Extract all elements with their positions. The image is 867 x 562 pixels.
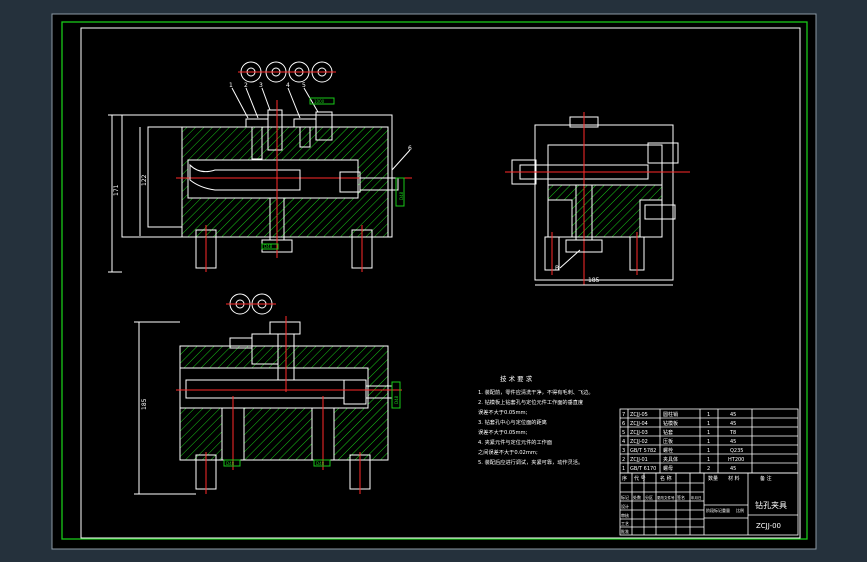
tech-line-2: 2. 钻模板上钻套孔与定位元件工作面的垂直度 — [478, 398, 583, 406]
front-spec-top: 1000 — [314, 99, 325, 104]
tb-mark: 标记 — [621, 494, 629, 500]
front-label-6: 6 — [408, 145, 412, 152]
part-row-2-code: ZCJJ-01 — [630, 457, 648, 463]
side-view — [505, 112, 690, 286]
tb-approve: 批准 — [621, 528, 629, 534]
part-row-3-name: 螺栓 — [663, 447, 673, 454]
part-row-1-no: 1 — [622, 466, 625, 472]
part-row-3-mat: Q235 — [730, 448, 743, 454]
part-row-2-mat: HT200 — [728, 457, 744, 463]
tech-line-8: 5. 装配后应进行调试，夹紧可靠，动作灵活。 — [478, 458, 583, 466]
top-spec-bottom-left: D48 — [226, 461, 235, 466]
part-row-5-code: ZCJJ-03 — [630, 430, 648, 436]
sheet-green-border — [61, 21, 808, 540]
tb-check: 审核 — [621, 512, 629, 518]
part-row-2-name: 夹具体 — [663, 456, 678, 463]
part-row-6-mat: 45 — [730, 421, 736, 427]
tb-count: 处数 — [633, 494, 641, 500]
part-row-7-name: 圆柱销 — [663, 411, 678, 418]
part-row-6-no: 6 — [622, 421, 625, 427]
part-row-5-mat: T8 — [729, 430, 736, 436]
tech-line-3: 误差不大于0.05mm; — [478, 408, 528, 416]
part-row-6-code: ZCJJ-04 — [630, 421, 648, 427]
title-block — [619, 408, 799, 536]
tech-line-7: 之间误差不大于0.02mm; — [478, 448, 538, 456]
top-spec-right: D48 — [394, 395, 399, 404]
tech-requirements: 技 术 要 求 1. 装配前，零件应清洗干净，不得有毛刺、飞边。 2. 钻模板上… — [478, 374, 594, 466]
part-row-4-name: 压板 — [663, 438, 673, 445]
part-row-2-no: 2 — [622, 457, 625, 463]
drawing-code: ZCJJ-00 — [756, 522, 781, 530]
part-row-7-no: 7 — [622, 412, 625, 418]
tb-process: 工艺 — [621, 521, 629, 526]
tb-scale: 比例 — [736, 507, 744, 513]
front-spec-bottom: D48 — [264, 244, 273, 249]
tb-sign: 签名 — [677, 494, 685, 500]
tb-change-doc: 更改文件号 — [657, 495, 675, 500]
front-label-4: 4 — [286, 82, 290, 89]
tech-title: 技 术 要 求 — [500, 374, 533, 383]
tb-design: 设计 — [621, 503, 629, 509]
part-row-5-no: 5 — [622, 430, 625, 436]
side-dim-width: 185 — [588, 277, 600, 284]
parts-header-note: 备 注 — [760, 475, 772, 482]
parts-list: 7 ZCJJ-05 圆柱销 1 45 6 ZCJJ-04 钻模板 1 45 5 … — [621, 411, 787, 534]
part-row-7-code: ZCJJ-05 — [630, 412, 648, 418]
front-label-5: 5 — [302, 82, 306, 89]
parts-header-no: 序 — [622, 475, 627, 482]
top-dim-height: 185 — [141, 398, 148, 410]
part-row-3-code: GB/T 5782 — [630, 448, 656, 454]
tech-line-1: 1. 装配前，零件应清洗干净，不得有毛刺、飞边。 — [478, 388, 594, 396]
part-row-7-mat: 45 — [730, 412, 736, 418]
top-view — [134, 293, 402, 495]
front-label-2: 2 — [244, 82, 248, 89]
part-row-2-qty: 1 — [707, 457, 710, 463]
top-spec-bottom-mid: D48 — [316, 461, 325, 466]
parts-header-mat: 材 料 — [728, 475, 740, 482]
part-row-6-name: 钻模板 — [663, 420, 678, 427]
part-row-4-mat: 45 — [730, 439, 736, 445]
front-view — [108, 61, 412, 273]
front-label-1: 1 — [229, 82, 233, 89]
front-dim-outer: 171 — [113, 184, 120, 196]
part-row-1-name: 螺母 — [663, 465, 673, 472]
part-row-5-qty: 1 — [707, 430, 710, 436]
sheet-inner-border — [80, 27, 801, 539]
tb-weight: 重量 — [722, 507, 730, 513]
part-row-5-name: 钻套 — [663, 429, 673, 436]
part-row-1-code: GB/T 6170 — [630, 466, 656, 472]
part-row-1-mat: 45 — [730, 466, 736, 472]
tb-zone: 分区 — [645, 494, 653, 500]
parts-header-name: 名 称 — [660, 475, 672, 482]
part-row-3-qty: 1 — [707, 448, 710, 454]
sheet-outer-frame — [51, 13, 817, 550]
side-body-outline — [534, 124, 674, 281]
drawing-title: 钻孔夹具 — [755, 500, 787, 510]
part-row-4-no: 4 — [622, 439, 625, 445]
part-row-7-qty: 1 — [707, 412, 710, 418]
tech-line-5: 误差不大于0.05mm; — [478, 428, 528, 436]
part-row-4-qty: 1 — [707, 439, 710, 445]
part-row-4-code: ZCJJ-02 — [630, 439, 648, 445]
part-row-3-no: 3 — [622, 448, 625, 454]
tb-stage: 阶段标记 — [706, 507, 722, 513]
parts-header-qty: 数量 — [708, 475, 718, 482]
tb-date: 年月日 — [691, 495, 702, 500]
tech-line-4: 3. 钻套孔中心与定位面的距离 — [478, 418, 547, 426]
part-row-6-qty: 1 — [707, 421, 710, 427]
part-row-1-qty: 2 — [707, 466, 710, 472]
front-spec-right: D48 — [399, 191, 404, 200]
tech-line-6: 4. 夹紧元件与定位元件的工作面 — [478, 438, 552, 446]
parts-header-code: 代 号 — [634, 475, 646, 482]
front-dim-inner: 122 — [141, 174, 148, 186]
front-label-3: 3 — [259, 82, 263, 89]
side-label-b: B — [555, 265, 559, 272]
